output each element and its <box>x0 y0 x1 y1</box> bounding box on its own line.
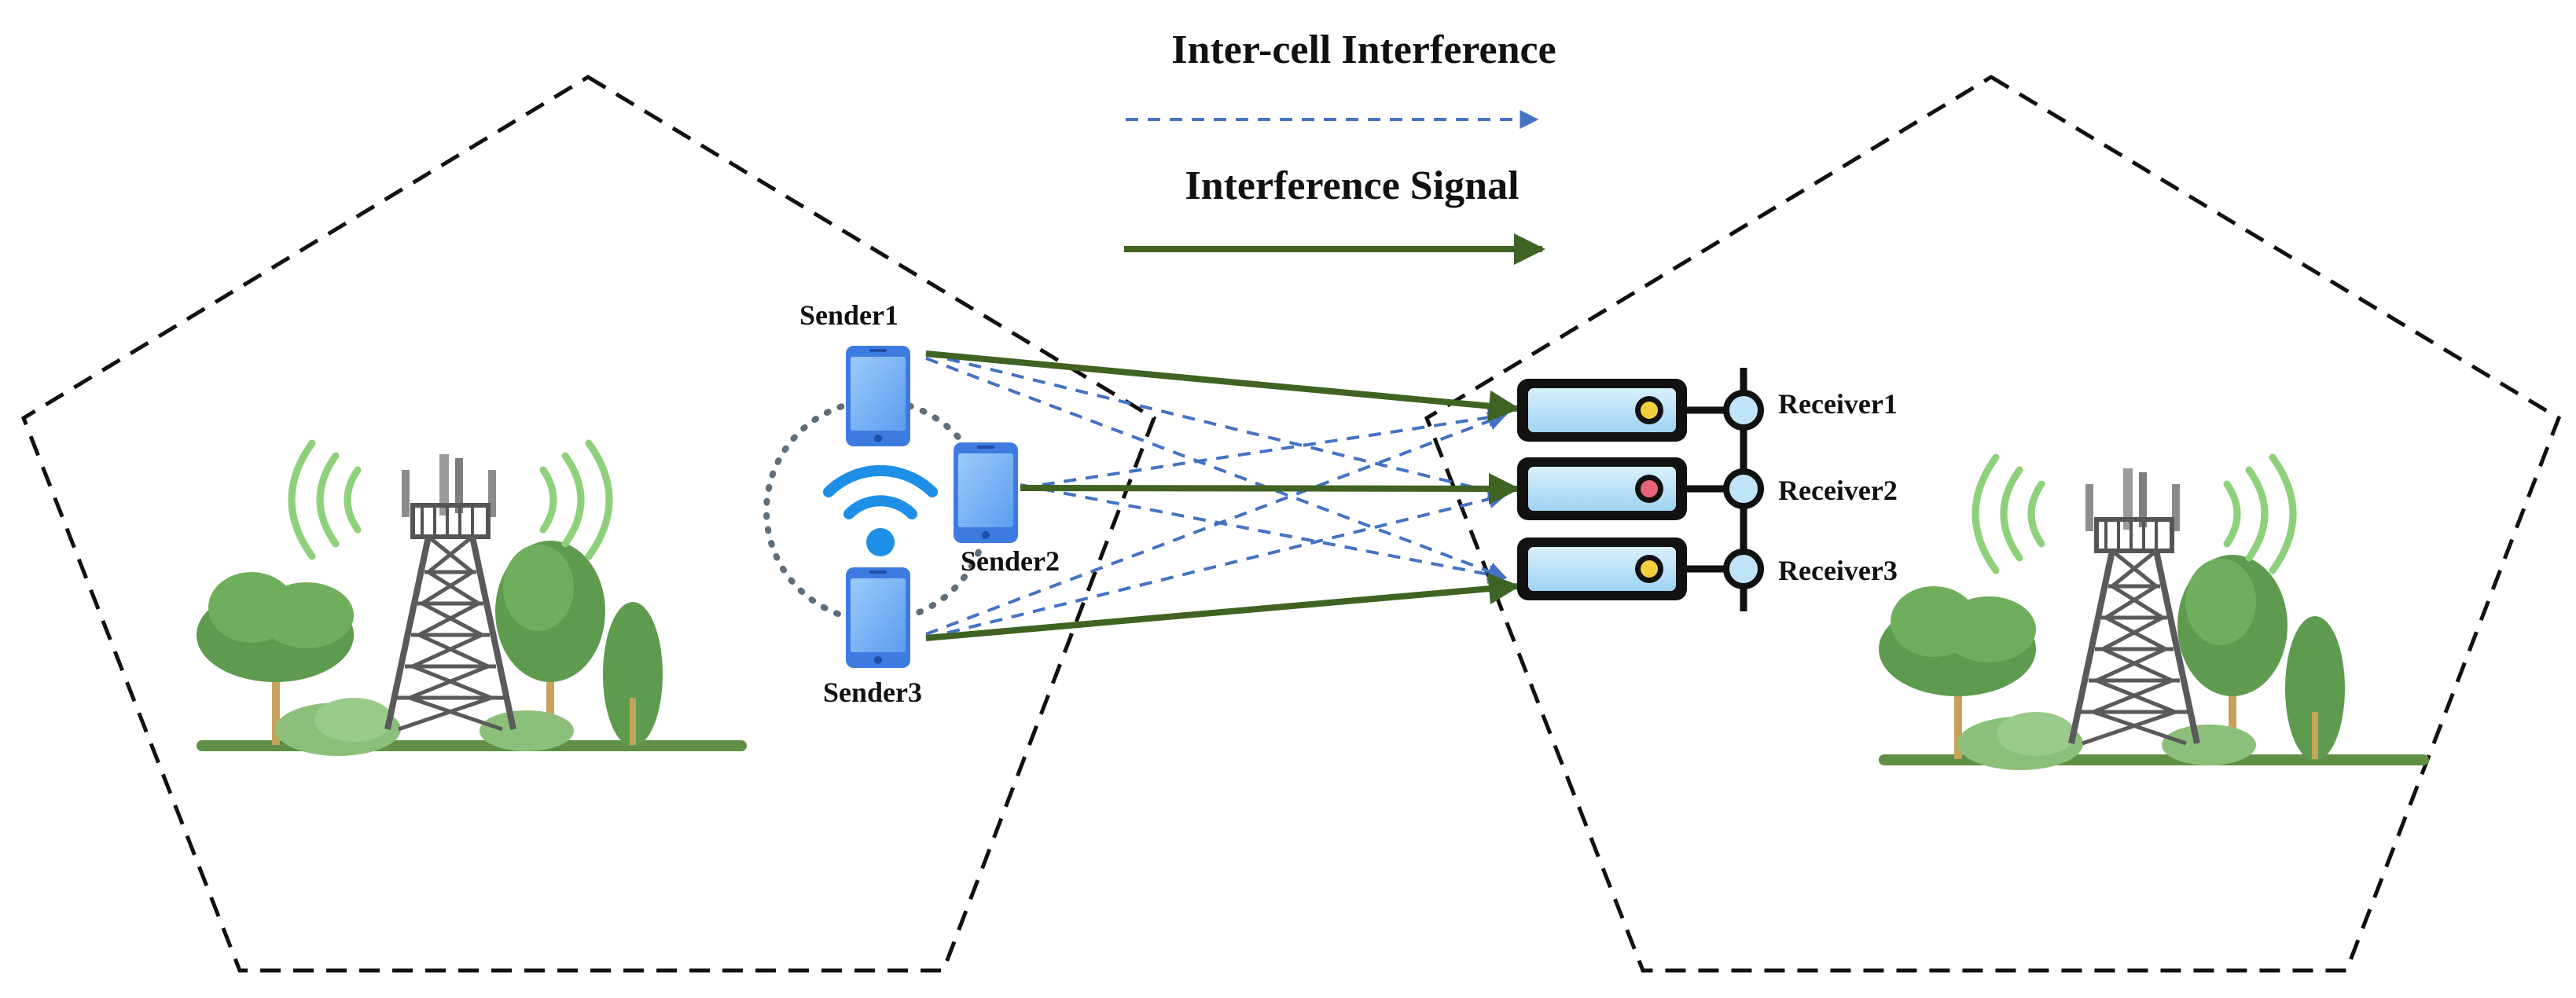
receiver1-unit <box>1517 379 1764 442</box>
sender2-label: Sender2 <box>961 545 1060 577</box>
dashed-link-sender1-receiver3 <box>925 357 1508 581</box>
legend-inter-cell-label: Inter-cell Interference <box>1171 28 1556 72</box>
solid-link-sender1-receiver1 <box>925 350 1520 422</box>
dashed-link-sender2-receiver3 <box>1020 483 1508 584</box>
right-cell-boundary <box>1424 75 2562 973</box>
interference-signal-links <box>925 350 1520 641</box>
dashed-link-sender1-receiver2 <box>925 352 1508 501</box>
server-rack-icon <box>1517 368 1764 611</box>
inter-cell-interference-links <box>925 352 1508 640</box>
solid-link-sender2-receiver2 <box>1020 472 1520 505</box>
dashed-link-sender2-receiver1 <box>1020 408 1508 490</box>
sender2-smartphone-icon <box>954 442 1018 543</box>
receiver3-unit <box>1517 538 1764 600</box>
legend-interference-signal-label: Interference Signal <box>1185 163 1519 208</box>
sender3-label: Sender3 <box>823 677 922 708</box>
sender1-label: Sender1 <box>799 299 898 331</box>
receiver1-label: Receiver1 <box>1778 388 1898 420</box>
sender3-smartphone-icon <box>846 567 910 668</box>
receiver2-unit <box>1517 457 1764 520</box>
receiver3-label: Receiver3 <box>1778 555 1898 586</box>
dashed-link-sender3-receiver2 <box>925 490 1508 640</box>
receiver2-port-icon <box>1723 468 1764 509</box>
dashed-link-sender3-receiver1 <box>925 412 1508 636</box>
solid-link-sender3-receiver3 <box>925 573 1520 641</box>
receiver1-port-icon <box>1723 390 1764 431</box>
sender1-smartphone-icon <box>846 346 910 446</box>
legend: Inter-cell Interference Interference Sig… <box>1124 28 1556 265</box>
left-cell-boundary <box>20 75 1157 973</box>
receiver3-port-icon <box>1723 549 1764 589</box>
receiver2-label: Receiver2 <box>1778 475 1898 506</box>
wifi-icon <box>823 465 938 556</box>
